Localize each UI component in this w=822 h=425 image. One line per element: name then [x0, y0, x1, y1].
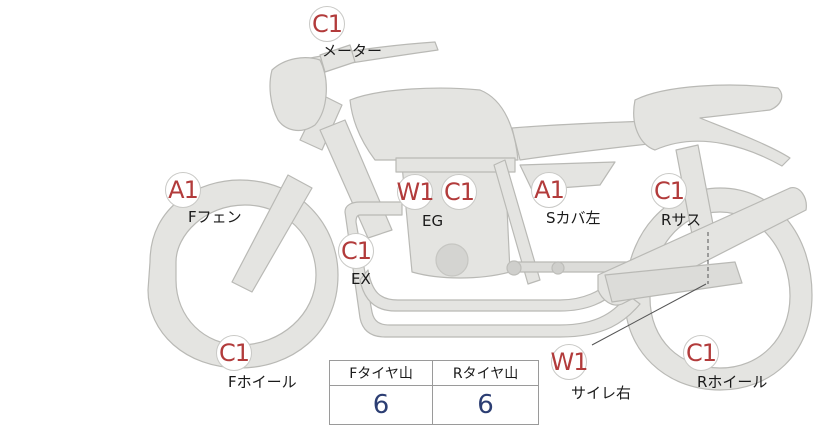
- side-cover-code-badge[interactable]: A1: [531, 172, 567, 208]
- rear-tire-tread-value[interactable]: 6: [432, 385, 539, 425]
- engine-head: [395, 157, 516, 173]
- rear-suspension-label: Rサス: [661, 211, 702, 229]
- meter-shroud: [319, 44, 356, 73]
- fuel-tank: [349, 87, 519, 161]
- headlight: [269, 57, 327, 132]
- silencer-right-label: サイレ右: [571, 384, 632, 402]
- pivot: [506, 260, 522, 276]
- r-wheel-label: Rホイール: [697, 373, 768, 391]
- engine-w-code-badge[interactable]: W1: [397, 174, 435, 210]
- engine-label: EG: [422, 212, 444, 230]
- r-wheel-code-badge[interactable]: C1: [683, 335, 719, 371]
- exhaust-code-badge[interactable]: C1: [338, 233, 374, 269]
- rear-cowl: [633, 84, 791, 167]
- tire-tread-value-row: 6 6: [328, 385, 539, 425]
- f-wheel-label: Fホイール: [228, 373, 297, 391]
- rear-tire-tread-header: Rタイヤ山: [432, 360, 539, 386]
- f-fender-code-badge[interactable]: A1: [165, 172, 201, 208]
- tire-tread-table: Fタイヤ山 Rタイヤ山 6 6: [328, 360, 539, 425]
- pivot-end: [551, 261, 565, 275]
- rear-suspension-code-badge[interactable]: C1: [651, 173, 687, 209]
- front-tire-tread-value[interactable]: 6: [328, 385, 434, 425]
- front-fork: [231, 174, 313, 293]
- engine-cover: [435, 243, 469, 277]
- exhaust-label: EX: [351, 270, 371, 288]
- engine-c-code-badge[interactable]: C1: [441, 174, 477, 210]
- f-fender-label: Fフェン: [188, 208, 242, 226]
- side-cover-label: Sカバ左: [546, 209, 601, 227]
- f-wheel-code-badge[interactable]: C1: [216, 335, 252, 371]
- silencer-leader-line: [591, 283, 707, 346]
- frame-rear: [493, 159, 541, 285]
- meter-code-badge[interactable]: C1: [309, 6, 345, 42]
- tire-tread-header-row: Fタイヤ山 Rタイヤ山: [328, 360, 539, 386]
- front-wheel: [147, 179, 339, 369]
- silencer-right-code-badge[interactable]: W1: [551, 344, 589, 380]
- silencer-bottom: [604, 261, 743, 303]
- exhaust-pipe: [344, 201, 641, 338]
- front-tire-tread-header: Fタイヤ山: [328, 360, 434, 386]
- meter-label: メーター: [322, 42, 383, 60]
